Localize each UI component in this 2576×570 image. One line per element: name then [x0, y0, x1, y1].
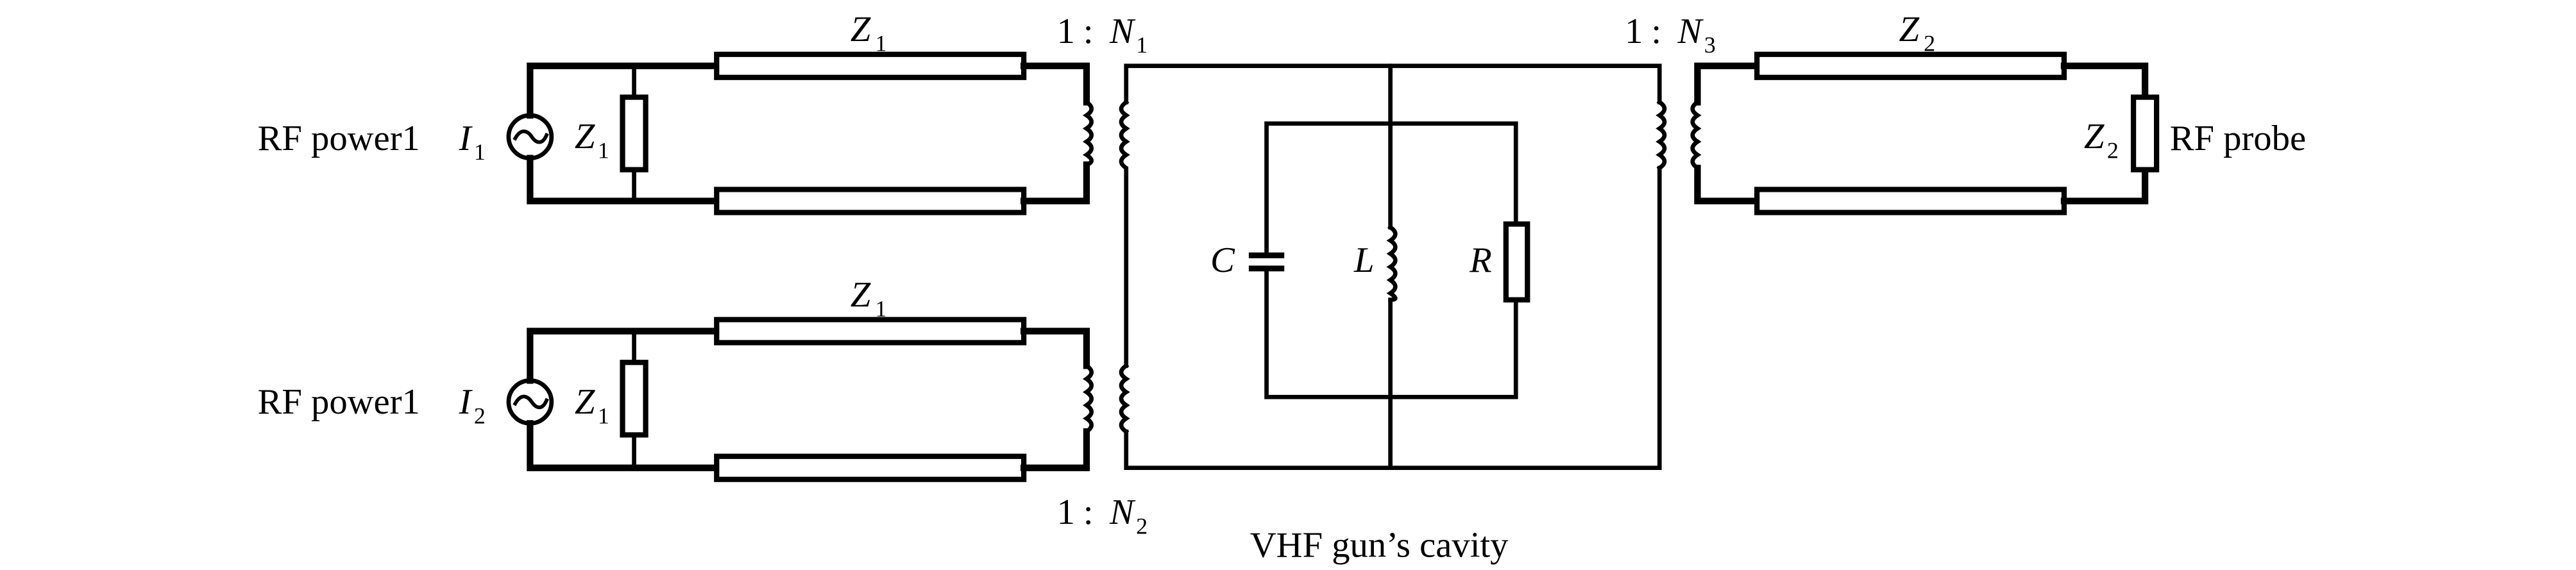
sine-wave-icon: [513, 130, 549, 144]
capacitor-label: C: [1210, 240, 1235, 280]
line-2-symbol: Z: [851, 275, 871, 315]
source-1-impedance-sub: 1: [598, 138, 609, 163]
transformer-3-sub: 3: [1704, 32, 1716, 58]
cavity-top-bus: [1124, 63, 1662, 105]
line-3-symbol: Z: [1899, 10, 1920, 49]
rf-source-1: RF power1 I 1 Z 1: [258, 62, 720, 205]
cavity-circuit: C L R VHF gun’s cavity: [1119, 63, 1667, 565]
line-3-sub: 2: [1924, 31, 1935, 56]
line-2-to-transformer-wires: [1020, 328, 1090, 471]
line-2-upper-conductor: [714, 317, 1027, 346]
source-1-current-symbol: I: [459, 119, 473, 158]
source-1-label: RF power1: [258, 119, 420, 158]
transformer-2-secondary-coil: [1119, 362, 1130, 435]
ac-source-icon: [506, 378, 554, 426]
line-1-lower-conductor: [714, 187, 1027, 215]
transformer-1-ratio: 1 : N 1: [1057, 12, 1148, 58]
line-3-lower-conductor: [1754, 187, 2067, 215]
line-1-symbol: Z: [851, 10, 871, 49]
inductor-label: L: [1353, 240, 1375, 280]
line-3-upper-conductor: [1754, 51, 2067, 80]
transformer-2-sub: 2: [1136, 514, 1148, 539]
transformer-1-primary-coil: [1082, 99, 1094, 168]
rlc-loop: [1264, 121, 1518, 399]
resistor-label: R: [1469, 240, 1492, 280]
source-2-internal-resistor: [620, 360, 648, 438]
ac-source-icon: [506, 113, 554, 160]
transmission-line-2: Z 1: [714, 275, 1094, 482]
line-1-upper-conductor: [714, 51, 1027, 80]
transmission-line-3: Z 2: [1690, 10, 2149, 215]
source-2-impedance-symbol: Z: [575, 382, 595, 422]
transformer-2-ratio-sep: :: [1083, 492, 1094, 532]
resistor-r: [1503, 221, 1530, 303]
transformer-1-ratio-sep: :: [1083, 12, 1094, 51]
transformer-3-ratio: 1 : N 3: [1625, 12, 1716, 58]
transformer-2-primary-coil: [1082, 362, 1094, 435]
transformer-2-ratio: 1 : N 2: [1057, 492, 1148, 539]
source-1-current-sub: 1: [474, 139, 486, 165]
rf-source-2: RF power1 I 2 Z 1: [258, 328, 720, 471]
source-1-internal-resistor: [620, 94, 648, 172]
source-2-impedance-sub: 1: [598, 403, 609, 428]
cavity-bottom-bus: [1124, 165, 1662, 471]
transformer-1-ratio-left: 1: [1057, 12, 1075, 51]
transformer-3-ratio-sep: :: [1651, 12, 1661, 51]
source-1-impedance-symbol: Z: [575, 117, 595, 156]
source-2-current-sub: 2: [474, 403, 486, 428]
cavity-label: VHF gun’s cavity: [1250, 525, 1509, 565]
source-2-label: RF power1: [258, 382, 420, 422]
line-1-to-transformer-wires: [1020, 62, 1090, 205]
transformer-2-symbol: N: [1109, 492, 1136, 532]
transformer-1-symbol: N: [1109, 12, 1136, 51]
sine-wave-icon: [513, 394, 549, 410]
inductor-l: [1386, 224, 1398, 302]
transformer-2-ratio-left: 1: [1057, 492, 1075, 532]
line-3-input-wires: [1694, 62, 1761, 205]
line-1-sub: 1: [875, 31, 886, 56]
transmission-line-1: Z 1: [714, 10, 1094, 215]
transformer-3-primary-coil: [1656, 99, 1667, 171]
probe-label: RF probe: [2170, 119, 2306, 158]
probe-impedance-sub: 2: [2107, 138, 2119, 163]
transformer-3-ratio-left: 1: [1625, 12, 1643, 51]
rf-probe: Z 2 RF probe: [2084, 94, 2306, 172]
transformer-1-secondary-coil: [1119, 99, 1130, 368]
capacitor-c: [1248, 252, 1285, 272]
line-2-sub: 1: [875, 296, 886, 321]
transformer-1-sub: 1: [1136, 32, 1148, 58]
probe-load-resistor: [2130, 94, 2160, 172]
probe-impedance-symbol: Z: [2084, 117, 2105, 156]
source-1-wires: [527, 62, 720, 205]
transformer-3-symbol: N: [1677, 12, 1704, 51]
source-2-current-symbol: I: [459, 382, 473, 422]
transformer-3-secondary-coil: [1690, 99, 1702, 171]
line-3-to-probe-wires: [2060, 62, 2149, 205]
line-2-lower-conductor: [714, 453, 1027, 482]
source-2-wires: [527, 328, 720, 471]
